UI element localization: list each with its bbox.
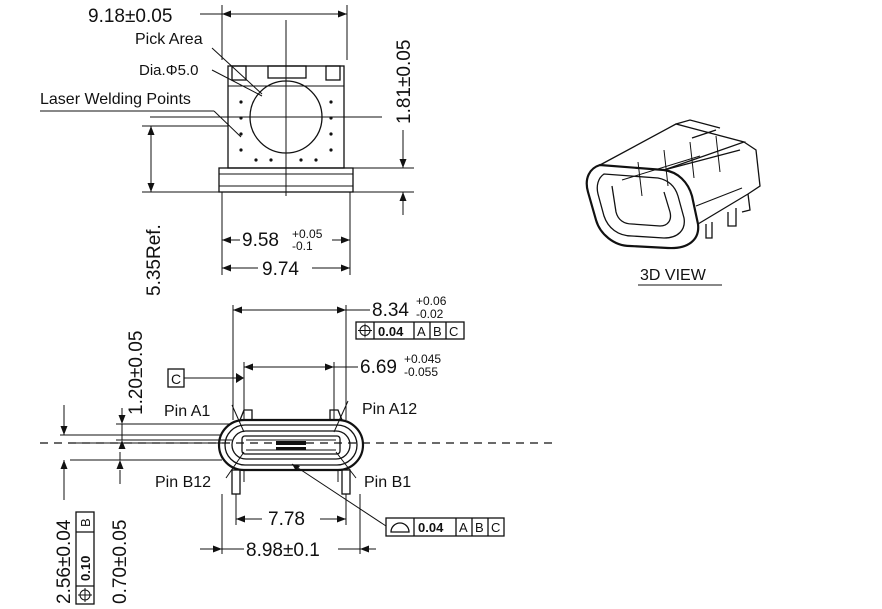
pin-a1-label: Pin A1 [164,403,210,420]
top-outer-width-dim: 9.74 [262,259,299,280]
laser-label: Laser Welding Points [40,91,191,108]
pick-area-label: Pick Area [135,31,203,48]
left-fcf-ref-b: B [78,518,93,527]
top-tab-right [325,65,341,81]
top-inner-width-tol-plus: +0.05 [292,227,323,241]
top-latch [267,65,307,79]
fcf-value: 0.04 [378,324,404,339]
fcf-ref-c: C [449,324,458,339]
profile-fcf-ref-a: A [459,520,468,535]
laser-welding-points [239,100,333,162]
front-inner-tol-plus: +0.045 [404,352,441,366]
left-fcf: 0.10 B [75,511,95,605]
datum-c: C [171,371,181,387]
front-shell-inner [224,424,358,466]
front-width-fcf: 0.04 A B C [355,321,465,340]
top-inner-width-tol-minus: -0.1 [292,239,313,253]
front-width-base: 8.34 [372,300,409,321]
front-width-tol-plus: +0.06 [416,294,447,308]
pin-b1-label: Pin B1 [364,474,411,491]
pin-a12-label: Pin A12 [362,401,417,418]
leg-right [341,469,351,495]
front-inner-base: 6.69 [360,357,397,378]
front-inner-tol-minus: -0.055 [404,365,438,379]
front-height-dim: 1.20±0.05 [126,331,147,415]
front-view: 8.34 +0.06 -0.02 0.04 A B C 6.69 +0.045 … [40,294,555,605]
top-ref-dim: 5.35Ref. [144,224,165,296]
3d-front-shell [585,163,700,250]
profile-fcf-ref-b: B [475,520,484,535]
fcf-ref-b: B [433,324,442,339]
three-d-view [585,119,761,250]
left-dim-2: 0.70±0.05 [110,520,131,604]
front-width-tol-minus: -0.02 [416,307,444,321]
top-width-dim: 9.18±0.05 [88,6,172,27]
three-d-label: 3D VIEW [640,267,707,284]
tongue [241,435,341,455]
top-tab-left [231,65,247,81]
left-fcf-value: 0.10 [78,556,93,581]
left-dim-1: 2.56±0.04 [54,519,75,604]
pick-dia-label: Dia.Φ5.0 [139,62,199,79]
front-shell-outer [217,418,365,472]
top-view: 9.18±0.05 Pick Area Dia.Φ5.0 Laser W [40,5,415,296]
top-inner-width-base: 9.58 [242,230,279,251]
profile-fcf-value: 0.04 [418,520,444,535]
profile-symbol-icon [390,522,410,533]
leg-span-dim: 8.98±0.1 [246,540,320,561]
pin-b12-label: Pin B12 [155,474,211,491]
fcf-ref-a: A [417,324,426,339]
profile-fcf: 0.04 A B C [385,517,505,537]
pin-span-dim: 7.78 [268,509,305,530]
profile-fcf-ref-c: C [491,520,500,535]
top-height-dim: 1.81±0.05 [394,40,415,124]
leg-left [231,469,241,495]
